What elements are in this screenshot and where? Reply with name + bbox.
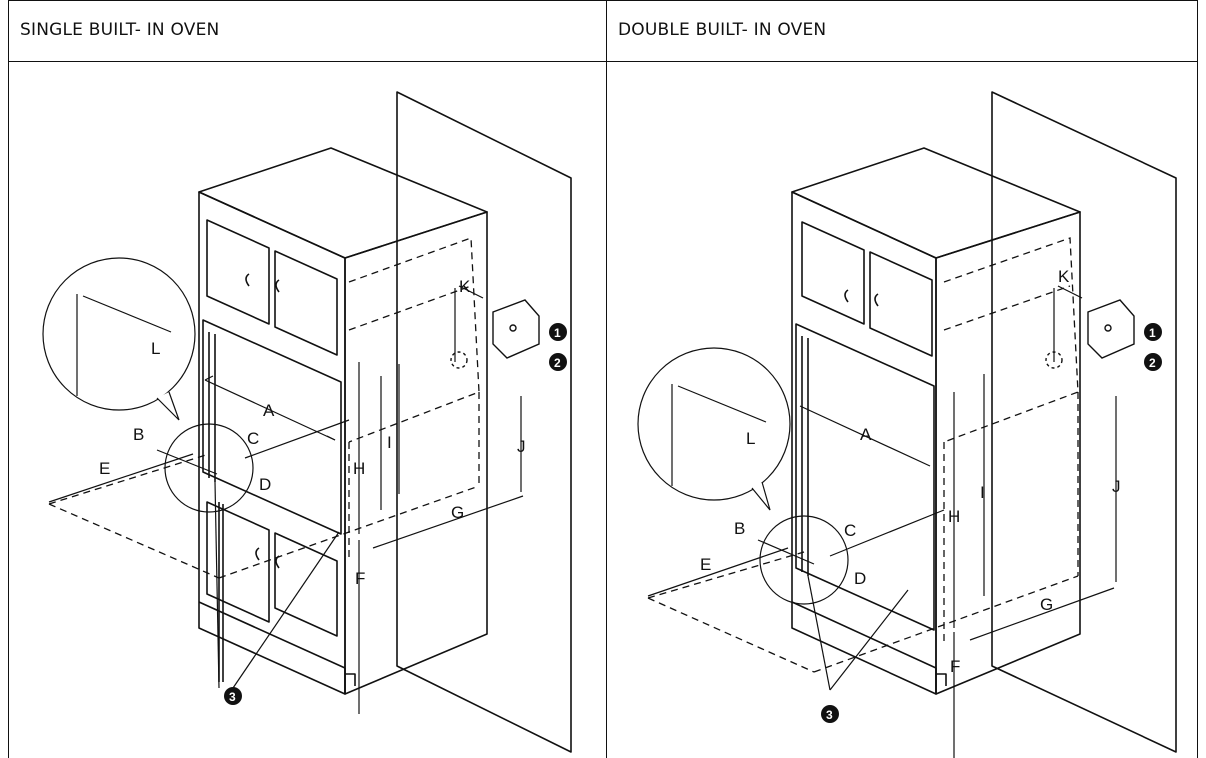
table-frame	[8, 0, 1198, 758]
callout-2: 2	[549, 353, 567, 371]
cabinet-side	[344, 211, 488, 695]
double-oven-installation-diagram: A B C D E F G H I J K L 1 2 3	[637, 91, 1177, 758]
label-G: G	[451, 503, 464, 522]
label-K: K	[459, 277, 471, 296]
svg-text:3: 3	[229, 690, 236, 704]
label-H: H	[948, 507, 960, 526]
callout-1: 1	[549, 323, 567, 341]
svg-text:1: 1	[554, 326, 561, 340]
label-L: L	[151, 339, 160, 358]
callout-3: 3	[224, 687, 242, 705]
label-A: A	[860, 425, 872, 444]
label-L: L	[746, 429, 755, 448]
label-B: B	[133, 425, 144, 444]
svg-text:2: 2	[554, 356, 561, 370]
callout-1: 1	[1144, 323, 1162, 341]
label-E: E	[700, 555, 711, 574]
column-divider	[606, 0, 607, 758]
oven-opening	[795, 323, 935, 631]
label-D: D	[854, 569, 866, 588]
label-B: B	[734, 519, 745, 538]
svg-text:2: 2	[1149, 356, 1156, 370]
cabinet-side	[935, 211, 1081, 695]
header-row-divider	[8, 61, 1198, 62]
label-F: F	[950, 657, 960, 676]
single-oven-installation-diagram: A B C D E F G H I J K L 1 2 3	[42, 91, 572, 753]
callout-3: 3	[821, 705, 839, 723]
label-I: I	[980, 483, 985, 502]
label-I: I	[387, 433, 392, 452]
cabinet-front	[198, 191, 346, 695]
label-J: J	[517, 437, 526, 456]
table-top-border	[8, 0, 1198, 1]
svg-text:3: 3	[826, 708, 833, 722]
label-E: E	[99, 459, 110, 478]
label-F: F	[355, 569, 365, 588]
header-double-oven: DOUBLE BUILT- IN OVEN	[618, 20, 827, 40]
label-A: A	[263, 401, 275, 420]
svg-text:1: 1	[1149, 326, 1156, 340]
cabinet-top	[198, 147, 488, 259]
cabinet-top	[791, 147, 1081, 259]
oven-opening	[202, 319, 342, 535]
label-C: C	[247, 429, 259, 448]
callout-2: 2	[1144, 353, 1162, 371]
label-D: D	[259, 475, 271, 494]
label-K: K	[1058, 267, 1070, 286]
label-C: C	[844, 521, 856, 540]
label-H: H	[353, 459, 365, 478]
header-single-oven: SINGLE BUILT- IN OVEN	[20, 20, 220, 40]
label-G: G	[1040, 595, 1053, 614]
label-J: J	[1112, 477, 1121, 496]
wall	[396, 91, 572, 753]
wall	[991, 91, 1177, 753]
